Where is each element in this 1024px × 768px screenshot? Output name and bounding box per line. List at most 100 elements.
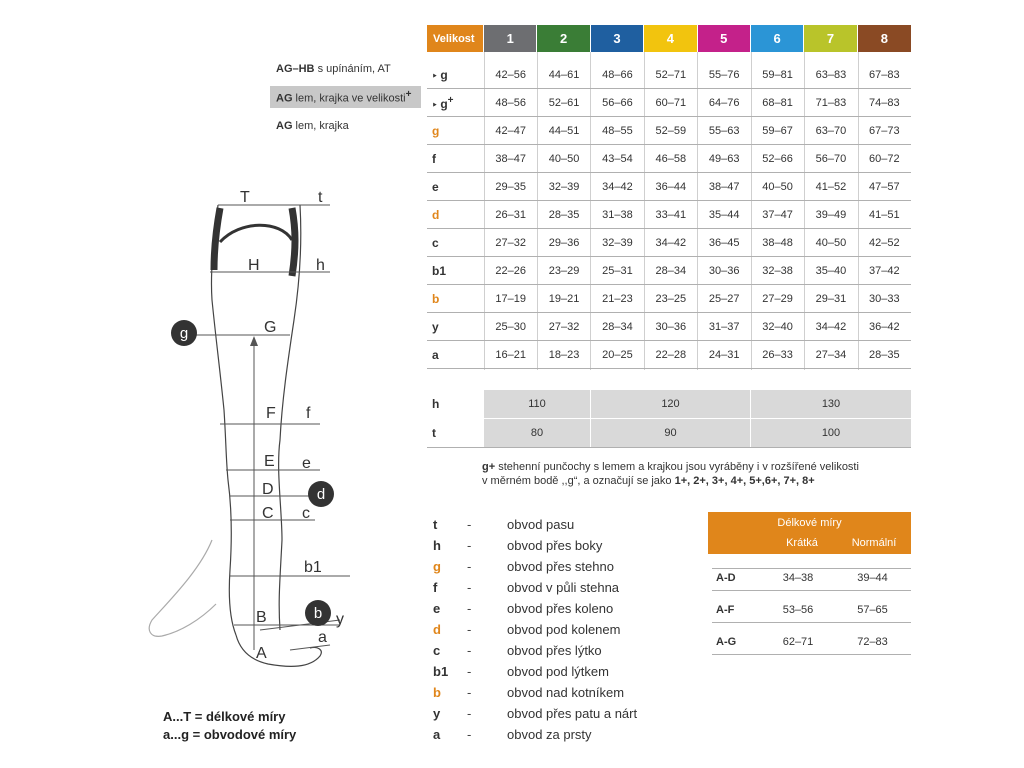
size-cell: 74–83	[869, 97, 900, 109]
legend-row-c: c-obvod přes lýtko	[433, 640, 693, 660]
size-cell: 28–35	[869, 349, 900, 361]
legend-description: obvod pod lýtkem	[507, 663, 609, 679]
table-divider	[751, 52, 752, 370]
size-cell: 23–29	[548, 265, 580, 277]
size-cell: 52–59	[655, 125, 687, 137]
size-cell: 67–83	[869, 69, 900, 81]
legend-row-d: d-obvod pod kolenem	[433, 619, 693, 639]
size-cell: 32–39	[602, 237, 633, 249]
size-cell: 27–32	[495, 237, 526, 249]
legend-description: obvod přes koleno	[507, 600, 614, 616]
size-cell: 67–73	[869, 125, 900, 137]
label-G: G	[264, 319, 276, 336]
size-1-header: 1	[484, 25, 538, 52]
legend-key: h	[433, 537, 441, 553]
ht-row-key: h	[432, 396, 440, 411]
size-cell: 24–31	[708, 349, 740, 361]
size-cell: 28–35	[548, 209, 580, 221]
size-cell: 48–66	[602, 69, 633, 81]
size-cell: 41–51	[869, 209, 900, 221]
size-cell: 22–28	[655, 349, 687, 361]
size-cell: 38–47	[495, 153, 526, 165]
size-cell: 55–76	[708, 69, 740, 81]
size-cell: 28–34	[602, 321, 633, 333]
extended-size-note: g+ stehenní punčochy s lemem a krajkou j…	[482, 461, 859, 487]
size-cell: 31–37	[708, 321, 740, 333]
legend-key: a	[433, 726, 441, 742]
product-ag-hb: AG–HB s upínáním, AT	[276, 63, 391, 75]
label-b1: b1	[304, 559, 322, 576]
size-cell: 48–56	[495, 97, 526, 109]
length-table-rule	[712, 568, 911, 569]
size-header-label: Velikost	[427, 25, 484, 52]
size-cell: 55–63	[708, 125, 740, 137]
arrow-head-up	[250, 336, 258, 346]
legend-dash: -	[467, 579, 472, 595]
size-cell: 52–71	[655, 69, 687, 81]
length-normal-value: 72–83	[857, 635, 888, 648]
circle-marker-d: d	[308, 481, 334, 507]
size-cell: 29–36	[548, 237, 580, 249]
legend-row-f: f-obvod v půli stehna	[433, 577, 693, 597]
legend-key: f	[433, 579, 438, 595]
size-cell: 40–50	[548, 153, 580, 165]
label-T: T	[240, 189, 250, 206]
label-D: D	[262, 481, 274, 498]
size-cell: 32–40	[762, 321, 793, 333]
ht-cell: 80	[484, 419, 591, 447]
label-t: t	[318, 189, 323, 206]
label-c: c	[302, 505, 310, 522]
length-row: A-D 34–38 39–44	[712, 565, 911, 591]
legend-dash: -	[467, 642, 472, 658]
size-cell: 23–25	[655, 293, 687, 305]
size-cell: 38–48	[762, 237, 793, 249]
size-row-key: y	[432, 320, 439, 334]
circle-marker-b: b	[305, 600, 331, 626]
size-7-header: 7	[804, 25, 858, 52]
size-cell: 27–32	[548, 321, 580, 333]
legend-row-t: t-obvod pasu	[433, 514, 693, 534]
label-e: e	[302, 455, 311, 472]
legend-dash: -	[467, 726, 472, 742]
size-cell: 37–42	[869, 265, 900, 277]
foot-shadow-outline	[148, 539, 217, 637]
length-row-key: A-G	[716, 635, 737, 648]
length-row: A-G 62–71 72–83	[712, 629, 911, 655]
size-cell: 60–72	[869, 153, 900, 165]
ht-row-key: t	[432, 426, 436, 440]
length-table-title: Délkové míry	[777, 517, 842, 529]
legend-description: obvod pasu	[507, 516, 575, 532]
legend-row-a: a - obvod za prsty	[433, 724, 693, 744]
legend-description: obvod za prsty	[507, 726, 592, 742]
label-C: C	[262, 505, 274, 522]
size-cell: 68–81	[762, 97, 793, 109]
size-2-header: 2	[537, 25, 591, 52]
svg-text:d: d	[317, 486, 325, 503]
label-F: F	[266, 405, 276, 422]
size-cell: 59–81	[762, 69, 793, 81]
length-col-normal: Normální	[851, 537, 897, 549]
length-row: A-F 53–56 57–65	[712, 597, 911, 623]
line-a	[289, 644, 331, 651]
size-cell: 25–30	[495, 321, 526, 333]
table-divider	[697, 52, 698, 370]
legend-key: y	[433, 705, 441, 721]
size-cell: 30–33	[869, 293, 900, 305]
label-E: E	[264, 453, 275, 470]
size-cell: 28–34	[655, 265, 687, 277]
size-cell: 20–25	[602, 349, 633, 361]
size-cell: 17–19	[495, 293, 526, 305]
size-cell: 16–21	[495, 349, 526, 361]
legend-dash: -	[467, 558, 472, 574]
foot-outline	[235, 634, 322, 667]
size-cell: 42–52	[869, 237, 900, 249]
length-short-value: 34–38	[782, 571, 814, 584]
label-f: f	[306, 405, 311, 422]
length-normal-value: 57–65	[857, 603, 888, 616]
ht-cell: 100	[751, 419, 911, 447]
size-cell: 29–35	[495, 181, 526, 193]
leg-outline-front	[210, 204, 237, 636]
